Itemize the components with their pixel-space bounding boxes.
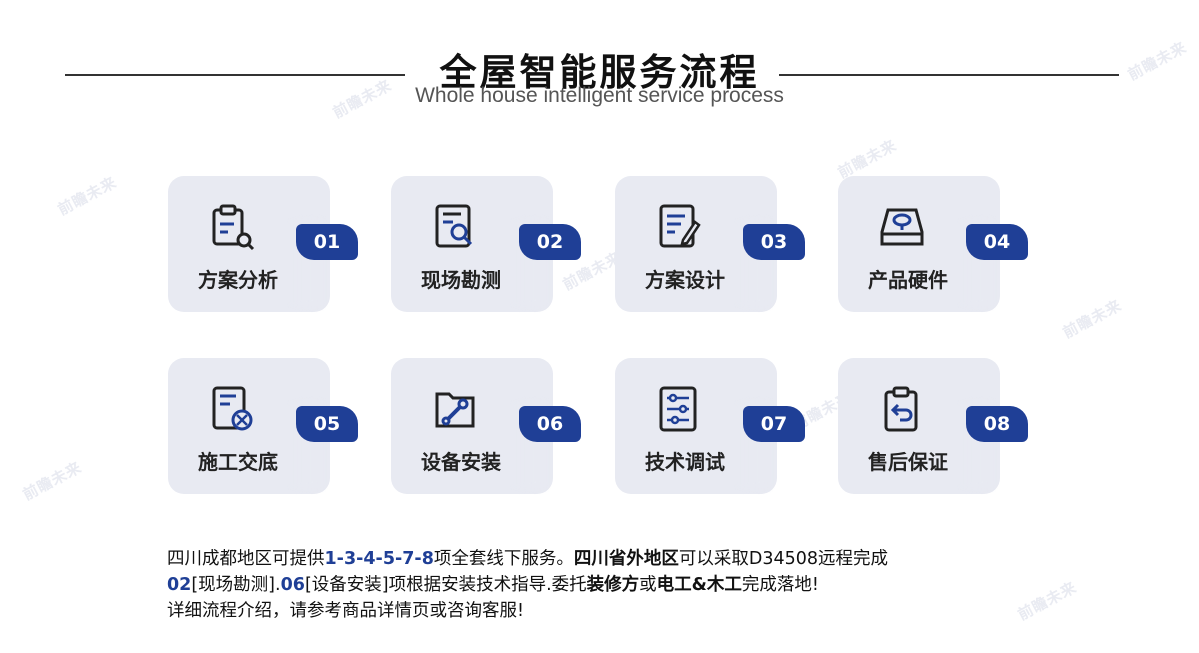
step-label: 售后保证: [868, 450, 948, 474]
step-card: 05 施工交底: [168, 358, 358, 494]
watermark: 前瞻未来: [1059, 295, 1125, 342]
clipboard-search-icon: [212, 204, 255, 251]
step-card: 01 方案分析: [168, 176, 358, 312]
step-label: 产品硬件: [868, 268, 948, 292]
watermark: 前瞻未来: [54, 172, 120, 219]
document-magnifier-icon: [435, 204, 473, 248]
document-pen-icon: [659, 204, 701, 248]
step-label: 施工交底: [198, 450, 278, 474]
step-label: 设备安装: [421, 450, 501, 474]
step-label: 现场勘测: [421, 268, 501, 292]
step-number: 03: [743, 224, 805, 260]
step-number: 02: [519, 224, 581, 260]
wrench-icon: [435, 392, 475, 428]
description-line-1: 四川成都地区可提供1-3-4-5-7-8项全套线下服务。四川省外地区可以采取D3…: [167, 549, 889, 569]
step-label: 技术调试: [645, 450, 725, 474]
step-number: 07: [743, 406, 805, 442]
step-card: 06 设备安装: [391, 358, 581, 494]
step-card: 04 产品硬件: [838, 176, 1028, 312]
step-number: 01: [296, 224, 358, 260]
step-number: 05: [296, 406, 358, 442]
step-label: 方案设计: [645, 268, 725, 292]
step-label: 方案分析: [198, 268, 278, 292]
description-line-3: 详细流程介绍，请参考商品详情页或咨询客服!: [167, 601, 525, 621]
page-subtitle: Whole house intelligent service process: [415, 84, 784, 107]
service-description: 四川成都地区可提供1-3-4-5-7-8项全套线下服务。四川省外地区可以采取D3…: [167, 546, 1087, 624]
step-card: 07 技术调试: [615, 358, 805, 494]
sliders-panel-icon: [659, 386, 697, 432]
step-number: 06: [519, 406, 581, 442]
step-number: 04: [966, 224, 1028, 260]
document-tools-icon: [212, 386, 253, 431]
step-card: 02 现场勘测: [391, 176, 581, 312]
watermark: 前瞻未来: [19, 457, 85, 504]
device-box-icon: [880, 208, 924, 246]
header-divider-left: [65, 74, 405, 76]
step-number: 08: [966, 406, 1028, 442]
description-line-2: 02[现场勘测].06[设备安装]项根据安装技术指导.委托装修方或电工&木工完成…: [167, 575, 819, 595]
header-divider-right: [779, 74, 1119, 76]
step-card: 08 售后保证: [838, 358, 1028, 494]
step-card: 03 方案设计: [615, 176, 805, 312]
page-title: 全屋智能服务流程: [439, 51, 760, 94]
clipboard-return-icon: [884, 386, 918, 432]
